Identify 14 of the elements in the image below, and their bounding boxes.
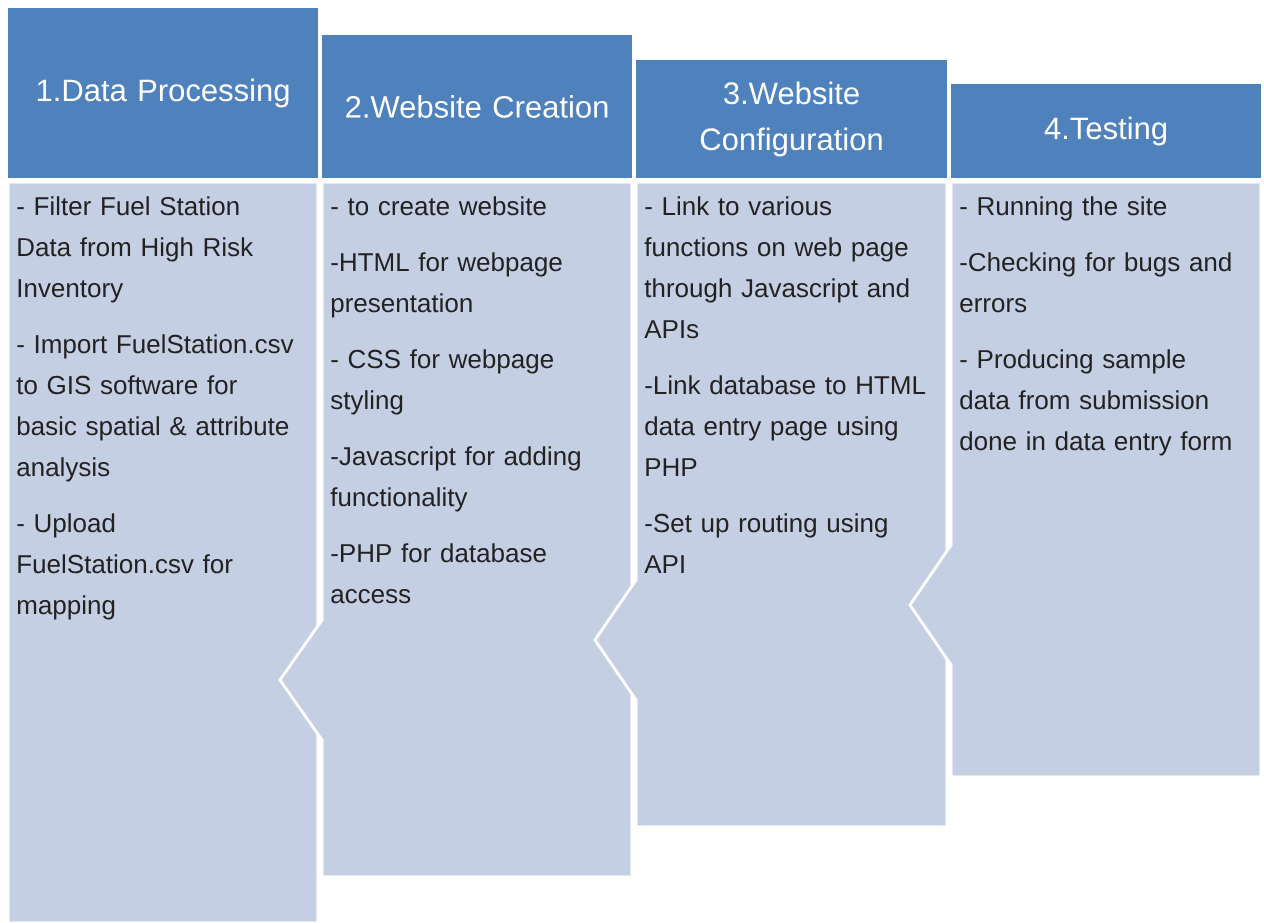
list-item: - Link to various functions on web page through Javascript and APIs — [644, 196, 909, 339]
list-item: - Import FuelStation.csv to GIS software for basic spatial & attribute analysis — [16, 334, 294, 482]
header-box: 1.Data Processing — [8, 8, 318, 178]
process-panel — [6, 180, 320, 923]
list-item: -Set up routing using API — [644, 513, 887, 574]
list-item: - Running the site — [960, 196, 1167, 221]
header-box: 2.Website Creation — [322, 35, 632, 178]
list-item: - Filter Fuel Station Data from High Risk Inventory — [17, 196, 254, 303]
header-box: 3.Website Configuration — [636, 60, 947, 178]
list-item: -Checking for bugs and errors — [960, 252, 1231, 313]
header-box: 4.Testing — [951, 84, 1261, 178]
list-item: - Upload FuelStation.csv for mapping — [17, 513, 233, 620]
list-item: - Producing sample data from submission done in data entry form — [960, 349, 1231, 456]
list-item: -Link database to HTML data entry page using PHP — [645, 375, 926, 477]
